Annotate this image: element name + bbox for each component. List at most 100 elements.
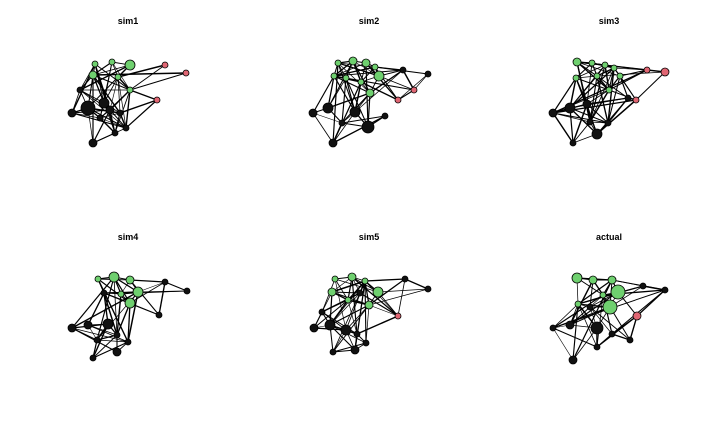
network-plot-sim2 — [308, 56, 432, 148]
network-node — [126, 86, 134, 94]
panel-title-sim3: sim3 — [599, 16, 620, 26]
network-node — [660, 67, 670, 77]
network-node — [88, 70, 98, 80]
network-edge — [332, 111, 356, 144]
network-edge — [334, 278, 347, 331]
panel-title-sim1: sim1 — [118, 16, 139, 26]
network-edge — [129, 89, 158, 101]
network-node — [114, 73, 122, 81]
network-edge — [619, 75, 629, 99]
network-node — [89, 354, 97, 362]
network-edge — [312, 112, 343, 124]
network-edge — [332, 292, 361, 353]
network-edge — [642, 285, 666, 291]
network-node — [330, 72, 338, 80]
network-edge — [552, 327, 598, 348]
network-edge — [359, 292, 399, 317]
network-edge — [116, 302, 131, 336]
network-edge — [96, 334, 118, 341]
network-node — [568, 355, 578, 365]
network-node — [632, 311, 642, 321]
network-edge — [87, 292, 105, 326]
network-node — [565, 320, 575, 330]
network-edge — [79, 64, 131, 91]
network-edge — [368, 304, 399, 317]
network-node — [93, 336, 101, 344]
network-edge — [635, 71, 666, 101]
network-node — [588, 59, 596, 67]
network-node — [569, 139, 577, 147]
network-node — [153, 96, 161, 104]
network-node — [322, 102, 334, 114]
network-edge — [552, 294, 604, 329]
network-node — [329, 348, 337, 356]
network-edge — [345, 77, 356, 113]
network-edge — [158, 281, 166, 316]
network-edge — [552, 77, 577, 114]
network-edge — [404, 278, 429, 290]
network-node — [349, 106, 361, 118]
network-plot-sim3 — [548, 57, 670, 147]
network-node — [601, 61, 609, 69]
network-node — [67, 323, 77, 333]
network-node — [424, 70, 432, 78]
network-node — [113, 331, 121, 339]
network-edge — [332, 115, 386, 144]
network-edge — [360, 66, 376, 83]
network-node — [327, 287, 337, 297]
network-node — [372, 286, 384, 298]
network-edge — [99, 112, 121, 119]
panel-title-sim2: sim2 — [359, 16, 380, 26]
network-edge — [92, 74, 121, 114]
network-node — [373, 70, 385, 82]
network-edge — [397, 278, 406, 317]
network-node — [328, 138, 338, 148]
network-node — [593, 72, 601, 80]
network-node — [353, 330, 361, 338]
network-edge — [113, 276, 118, 336]
network-edge — [365, 304, 370, 344]
network-node — [96, 114, 104, 122]
network-edge — [164, 281, 188, 292]
network-node — [132, 286, 144, 298]
network-node — [183, 287, 191, 295]
network-edge — [71, 276, 115, 329]
network-edge — [572, 103, 588, 144]
network-node — [586, 303, 594, 311]
network-node — [91, 60, 99, 68]
network-node — [340, 324, 352, 336]
network-edge — [345, 304, 370, 331]
network-edge — [117, 64, 166, 78]
network-node — [318, 308, 326, 316]
network-node — [365, 88, 375, 98]
network-node — [347, 272, 357, 282]
network-edge — [312, 75, 335, 114]
network-edge — [413, 73, 429, 91]
network-node — [364, 300, 374, 310]
network-edge — [596, 75, 609, 124]
network-edge — [552, 327, 574, 361]
network-plot-actual — [549, 272, 669, 365]
network-node — [424, 285, 432, 293]
network-node — [362, 339, 370, 347]
panel-title-sim4: sim4 — [118, 232, 139, 242]
network-edge — [92, 127, 127, 144]
network-edge — [129, 72, 187, 91]
network-node — [112, 347, 122, 357]
network-edge — [572, 121, 591, 144]
network-edge — [92, 64, 131, 76]
network-edge — [331, 291, 361, 294]
network-node — [410, 86, 418, 94]
network-node — [632, 96, 640, 104]
network-node — [357, 78, 365, 86]
network-node — [122, 124, 130, 132]
network-edge — [327, 92, 371, 109]
network-edge — [109, 76, 119, 111]
network-node — [356, 289, 364, 297]
network-edge — [92, 109, 111, 144]
network-plot-sim1 — [67, 58, 190, 148]
network-edge — [378, 75, 415, 91]
network-edge — [116, 293, 122, 336]
network-edge — [329, 324, 356, 351]
network-node — [624, 94, 632, 102]
